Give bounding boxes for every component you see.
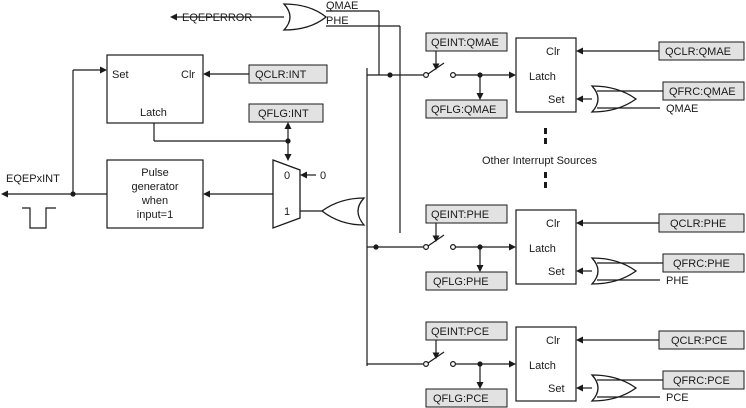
mux-in0-label: 0 (284, 170, 290, 182)
mux-const-label: 0 (320, 170, 326, 182)
qclr-int-label: QCLR:INT (255, 69, 307, 81)
qmae-or-input-label: QMAE (326, 0, 358, 12)
pulse-line2: generator (131, 181, 178, 193)
pce-clr-label: Clr (546, 335, 560, 347)
qeint-qmae-label: QEINT:QMAE (431, 37, 499, 49)
pulse-line4: input=1 (137, 209, 173, 221)
source-phe: QEINT:PHE QFLG:PHE Clr Latch Set QCLR:PH… (367, 204, 745, 291)
other-sources-label: Other Interrupt Sources (482, 155, 597, 167)
pulse-line1: Pulse (141, 167, 169, 179)
phe-set-label: Set (548, 266, 565, 278)
pulse-waveform (22, 207, 56, 229)
source-qmae: QEINT:QMAE QFLG:QMAE Clr Latch Set QCLR:… (367, 32, 745, 119)
qfrc-phe-label: QFRC:PHE (673, 258, 730, 270)
main-latch-clr-label: Clr (181, 69, 195, 81)
phe-or-input-label: PHE (326, 15, 349, 27)
qflg-qmae-label: QFLG:QMAE (431, 104, 496, 116)
qmae-clr-label: Clr (546, 46, 560, 58)
mux-in1-label: 1 (284, 206, 290, 218)
eqeperror-label: EQEPERROR (182, 12, 252, 24)
interrupt-or-gate (320, 197, 366, 226)
pce-latch-label: Latch (529, 360, 556, 372)
qflg-phe-label: QFLG:PHE (433, 276, 489, 288)
qfrc-qmae-label: QFRC:QMAE (669, 86, 736, 98)
qclr-qmae-label: QCLR:QMAE (665, 46, 731, 58)
qmae-set-label: Set (548, 94, 565, 106)
pce-set-label: Set (548, 383, 565, 395)
main-latch-box (106, 54, 204, 124)
qfrc-pce-label: QFRC:PCE (673, 375, 730, 387)
eqepxint-label: EQEPxINT (6, 173, 60, 185)
qclr-phe-label: QCLR:PHE (670, 218, 726, 230)
mux (272, 159, 301, 229)
pulse-generator-box (106, 159, 204, 229)
qmae-latch-label: Latch (529, 71, 556, 83)
main-logic-group: Set Clr Latch QCLR:INT QFLG:INT Pulse ge… (1, 54, 366, 229)
qclr-pce-label: QCLR:PCE (671, 335, 727, 347)
other-sources: Other Interrupt Sources (482, 128, 597, 188)
qflg-int-label: QFLG:INT (258, 108, 309, 120)
qflg-pce-label: QFLG:PCE (433, 393, 489, 405)
qflg-int-box (248, 103, 324, 123)
main-latch-set-label: Set (112, 69, 129, 81)
phe-clr-label: Clr (546, 218, 560, 230)
qmae-input-label: QMAE (666, 103, 698, 115)
main-latch-latch-label: Latch (140, 107, 167, 119)
pce-input-label: PCE (666, 392, 689, 404)
error-or-gate (282, 3, 328, 31)
error-or-gate-group: EQEPERROR QMAE PHE (170, 0, 401, 233)
phe-input-label: PHE (666, 275, 689, 287)
qeint-phe-label: QEINT:PHE (431, 209, 489, 221)
phe-latch-label: Latch (529, 243, 556, 255)
qeint-pce-label: QEINT:PCE (431, 326, 489, 338)
source-pce: QEINT:PCE QFLG:PCE Clr Latch Set QCLR:PC… (367, 321, 745, 408)
pulse-line3: when (141, 195, 168, 207)
